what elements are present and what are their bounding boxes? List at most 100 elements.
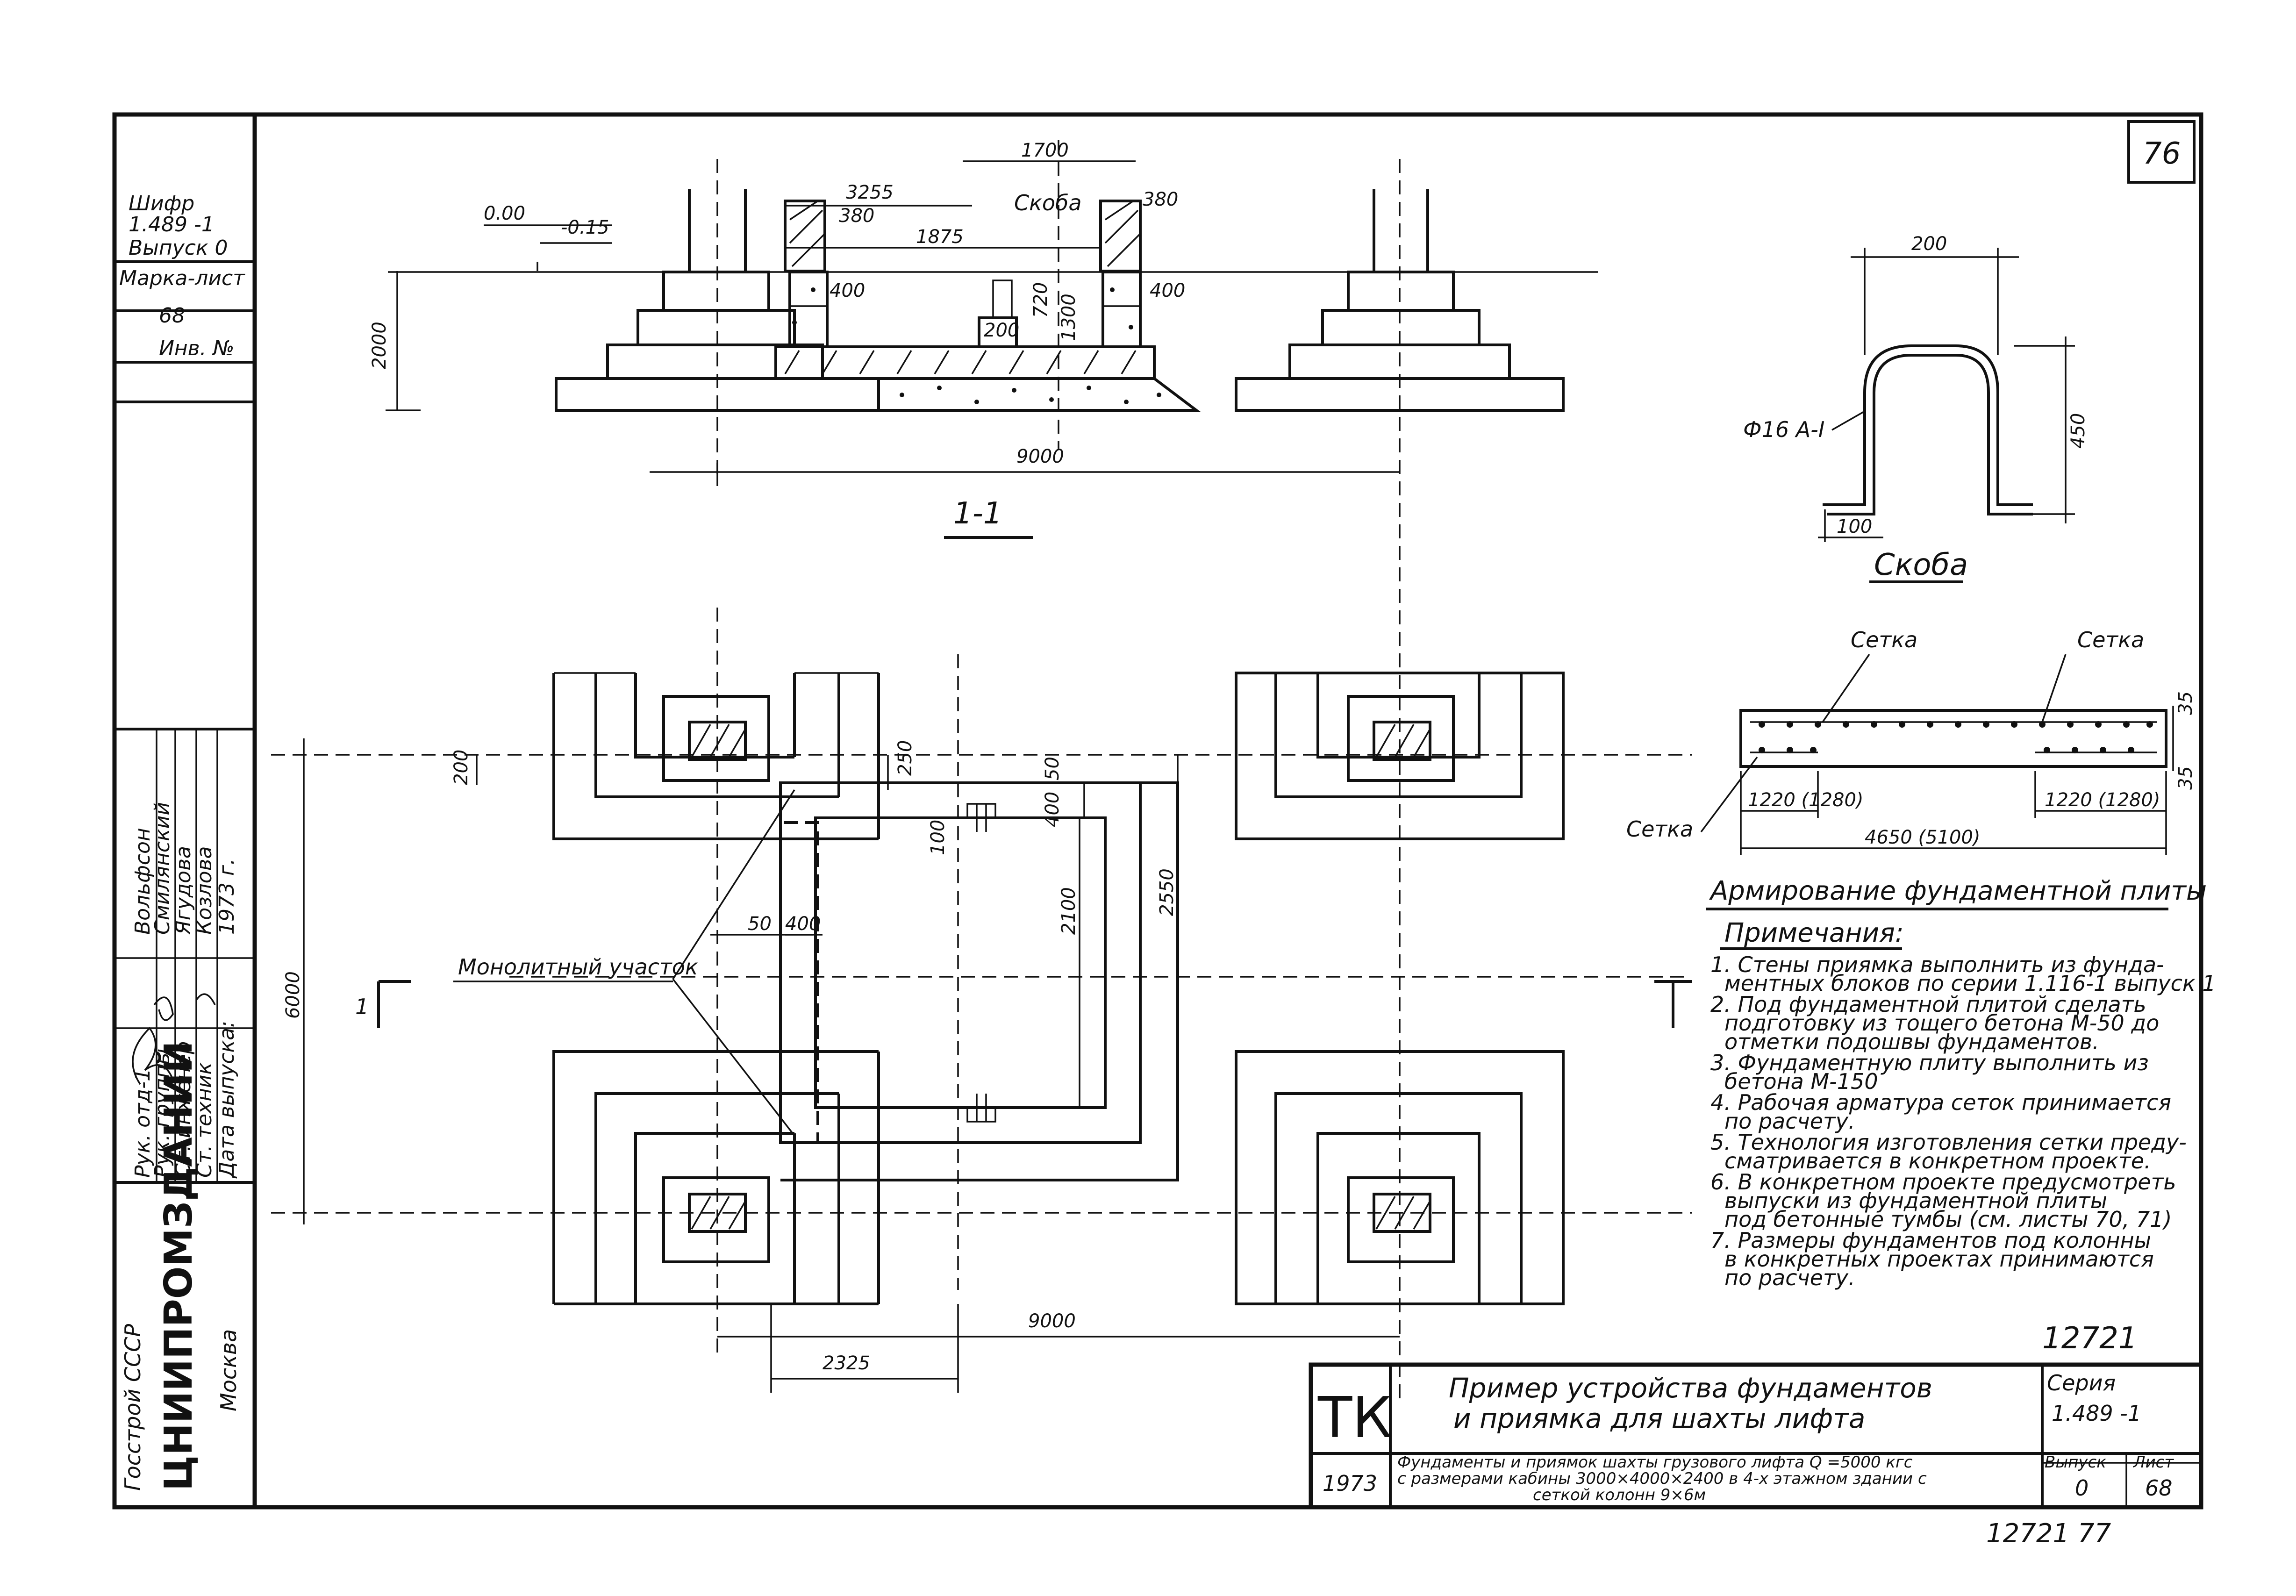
dim-200: 200 <box>984 320 1019 341</box>
sheet-number: 76 <box>2143 136 2181 171</box>
note-line-11: сматривается в конкретном проекте. <box>1724 1148 2151 1174</box>
note-line-8: 4. Рабочая арматура сеток принимается <box>1710 1090 2171 1115</box>
dim-400-right: 400 <box>1150 280 1185 301</box>
side-stamp: Шифр 1.489 -1 Выпуск 0 Марка-лист 68 Инв… <box>114 192 255 1491</box>
plan-dim-400b: 400 <box>785 913 821 935</box>
stamp-name-2: Смилянский <box>150 802 174 935</box>
bracket-detail: 200 450 100 Ф16 А-I Скоба <box>1743 233 2089 583</box>
note-line-15: 7. Размеры фундаментов под колонны <box>1710 1228 2151 1253</box>
bracket-rebar-mark: Ф16 А-I <box>1743 417 1824 442</box>
note-line-16: в конкретных проектах принимаются <box>1724 1246 2154 1272</box>
plan-dim-250: 250 <box>894 740 916 776</box>
slab-dim-35b: 35 <box>2175 766 2196 790</box>
dim-3255: 3255 <box>846 182 894 203</box>
cipher-label: Шифр <box>129 192 194 215</box>
stamp-role-1: Рук. отд-1 <box>131 1068 155 1178</box>
org-top: Госстрой СССР <box>120 1324 145 1491</box>
issue-value: 0 <box>2075 1475 2089 1501</box>
note-line-13: выпуски из фундаментной плиты <box>1724 1188 2107 1213</box>
notes-heading: Примечания: <box>1724 918 1904 948</box>
note-line-17: по расчету. <box>1724 1265 1855 1290</box>
stamp-name-4: Козлова <box>193 846 216 935</box>
signature-scribble <box>132 993 216 1085</box>
note-line-12: 6. В конкретном проекте предусмотреть <box>1710 1169 2176 1195</box>
level-minus-015: -0.15 <box>561 217 609 238</box>
series-label: Серия <box>2047 1370 2116 1396</box>
title-tk: ТК <box>1317 1386 1392 1451</box>
stamp-role-2: Рук. группы <box>150 1049 174 1178</box>
bracket-title: Скоба <box>1874 548 1968 582</box>
stamp-role-5: Дата выпуска: <box>215 1021 239 1179</box>
dim-380-left: 380 <box>839 205 874 227</box>
sheet-number-box: 76 <box>2127 120 2196 184</box>
section-title: 1-1 <box>953 496 1002 531</box>
stamp-name-1: Вольфсон <box>131 828 155 935</box>
plan-dim-6000: 6000 <box>282 971 304 1019</box>
plan-dim-50b: 50 <box>748 913 772 935</box>
mesh-label-2: Сетка <box>2077 627 2144 652</box>
plan-dim-400a: 400 <box>1042 792 1063 827</box>
level-0: 0.00 <box>484 203 525 224</box>
dim-1700: 1700 <box>1021 140 1069 161</box>
title-year: 1973 <box>1323 1471 1377 1496</box>
inv-label: Инв. № <box>159 336 234 360</box>
mesh-label-3: Сетка <box>1626 816 1693 842</box>
section-mark-left-label: 1 <box>355 994 369 1019</box>
org-main: ЦНИИПРОМЗДАНИЙ <box>156 1041 201 1491</box>
concrete-dots <box>792 287 1161 404</box>
bracket-dim-foot: 100 <box>1837 516 1872 537</box>
rebar-dots <box>1759 721 2153 753</box>
plan-dim-9000: 9000 <box>1028 1310 1076 1332</box>
slab-reinforcement-detail: Сетка Сетка Сетка 1220 (1280) 1220 (1280… <box>1626 627 2207 910</box>
monolith-label: Монолитный участок <box>458 954 698 980</box>
plan-view: Монолитный участок 1 200 250 50 400 100 … <box>271 608 1692 1393</box>
note-line-6: 3. Фундаментную плиту выполнить из <box>1710 1050 2149 1075</box>
pit-wall-hatched-right <box>1099 200 1142 272</box>
note-line-5: отметки подошвы фундаментов. <box>1724 1029 2099 1054</box>
dim-1875: 1875 <box>916 226 964 248</box>
dim-9000-section: 9000 <box>1016 446 1064 467</box>
note-line-14: под бетонные тумбы (см. листы 70, 71) <box>1724 1207 2172 1232</box>
dim-400-left: 400 <box>830 280 865 301</box>
mesh-label-1: Сетка <box>1851 627 1917 652</box>
sheet-value: 68 <box>2145 1475 2173 1501</box>
notes-block: Примечания: 1. Стены приямка выполнить и… <box>1710 918 2216 1290</box>
sheet-label: Лист <box>2132 1453 2174 1472</box>
note-line-10: 5. Технология изготовления сетки преду- <box>1710 1130 2187 1155</box>
plan-dim-100: 100 <box>927 820 949 855</box>
mark-sheet-label: Марка-лист <box>119 266 245 290</box>
footing-top-left <box>552 672 880 840</box>
note-line-2: ментных блоков по серии 1.116-1 выпуск 1 <box>1724 971 2216 996</box>
note-line-4: подготовку из тощего бетона М-50 до <box>1724 1010 2159 1036</box>
sub-line-3: сеткой колонн 9×6м <box>1533 1486 1706 1504</box>
bottom-number: 12721 <box>2042 1321 2138 1356</box>
note-line-1: 1. Стены приямка выполнить из фунда- <box>1710 952 2164 977</box>
slab-dim-left: 1220 (1280) <box>1748 789 1864 811</box>
sheet-frame <box>112 112 2203 1510</box>
slab-dim-total: 4650 (5100) <box>1865 827 1981 848</box>
cipher-value: 1.489 -1 <box>129 213 215 236</box>
section-mark-right <box>1654 980 1692 1028</box>
cipher-issue: Выпуск 0 <box>129 236 228 260</box>
plan-dim-50a: 50 <box>1042 757 1063 780</box>
sub-line-1: Фундаменты и приямок шахты грузового лиф… <box>1397 1453 1913 1472</box>
stamp-name-3: Ягудова <box>172 846 195 935</box>
stamp-role-4: Ст. техник <box>193 1062 216 1178</box>
bracket-dim-top: 200 <box>1911 233 1947 255</box>
section-bracket-label: Скоба <box>1014 190 1082 215</box>
stamp-name-5: 1973 г. <box>215 859 239 935</box>
footing-top-right <box>1235 672 1565 840</box>
footing-bottom-left <box>552 1050 880 1305</box>
plan-dim-2550: 2550 <box>1156 868 1178 916</box>
title-block: ТК 1973 Пример устройства фундаментов и … <box>1309 1362 2203 1510</box>
slab-dim-right: 1220 (1280) <box>2045 789 2160 811</box>
footing-bottom-right <box>1235 1050 1565 1305</box>
section-1-1: 0.00 -0.15 3255 380 1875 1700 380 Скоба … <box>369 140 1598 1402</box>
section-mark-left: 1 <box>355 980 411 1028</box>
note-line-7: бетона М-150 <box>1724 1069 1878 1094</box>
series-value: 1.489 -1 <box>2052 1401 2141 1426</box>
title-line-1: Пример устройства фундаментов <box>1449 1372 1932 1404</box>
pit-wall-hatched-left <box>784 200 826 272</box>
